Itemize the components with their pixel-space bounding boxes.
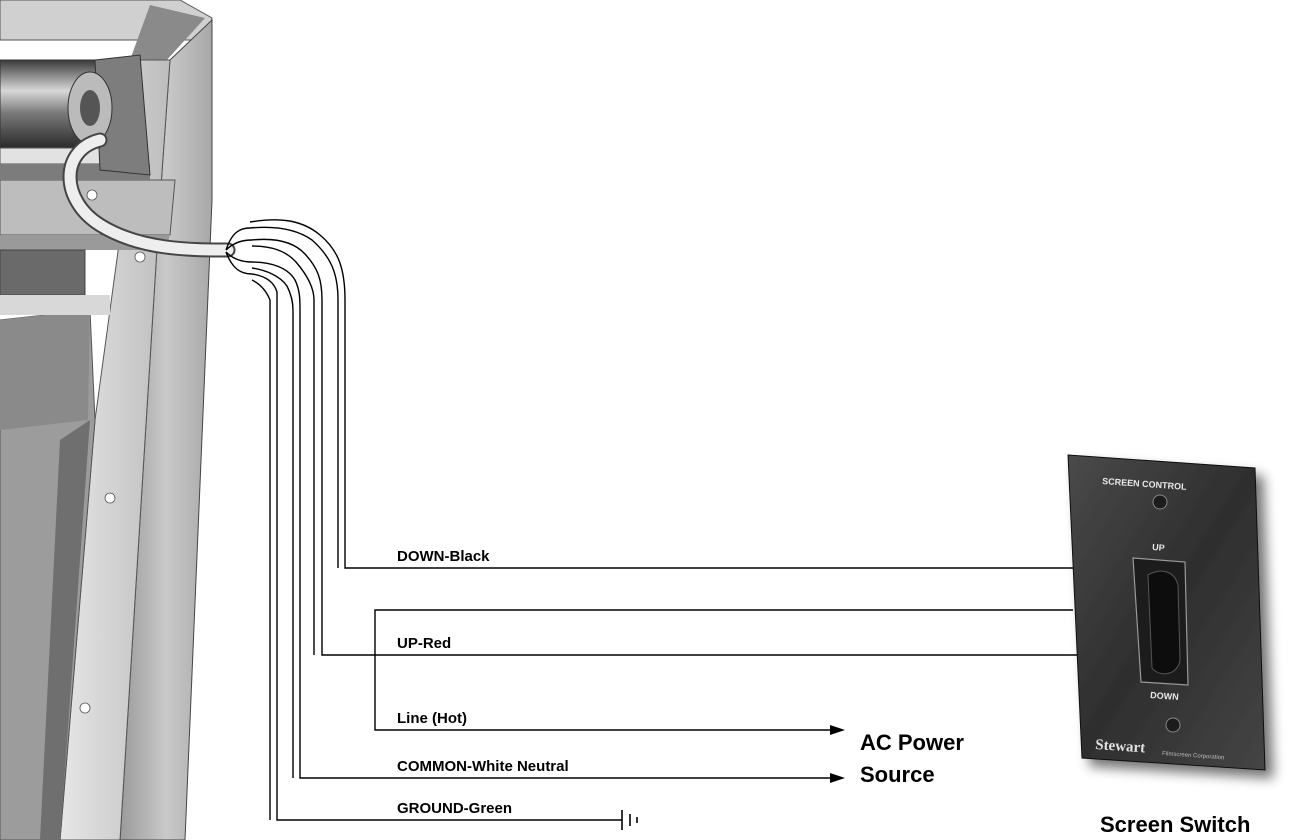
label-line-hot: Line (Hot) [397,710,467,727]
label-down-black: DOWN-Black [397,548,490,565]
screen-housing-illustration [0,0,236,840]
ac-power-label-line2: Source [860,762,935,787]
ground-symbol [621,810,638,830]
arrowhead-line [830,725,845,735]
wire-line-hot [374,609,1073,731]
screen-switch-caption: Screen Switch [1100,812,1250,837]
label-up-red: UP-Red [397,635,451,652]
switch-brand-logo: Stewart [1095,737,1146,756]
wire-down-black [249,219,1073,569]
switch-up-label: UP [1152,542,1165,553]
wire-up-red [251,238,1080,656]
ac-power-label-line1: AC Power [860,730,964,755]
switch-down-label: DOWN [1150,690,1179,702]
arrowhead-common [830,773,845,783]
cable-fanout [225,227,253,275]
wires [225,219,1080,821]
label-ground-green: GROUND-Green [397,800,512,817]
switch-brand-sub: Filmscreen Corporation [1162,751,1225,761]
screen-switch-plate [1067,454,1266,771]
wire-ground-green [251,273,622,821]
label-common-white: COMMON-White Neutral [397,758,569,775]
wire-common-white [251,261,835,779]
